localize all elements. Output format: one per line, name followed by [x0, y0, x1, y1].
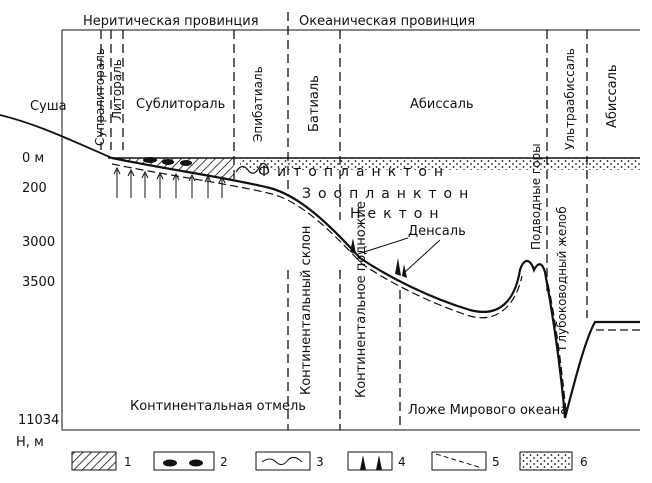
- zone-land-label: Суша: [30, 99, 67, 114]
- depth-tick-3500: 3500: [22, 275, 55, 290]
- continental-slope-label: Континентальный склон: [299, 226, 314, 395]
- legend-label-1: 1: [124, 455, 132, 469]
- densal-label: Денсаль: [408, 224, 466, 239]
- continental-shelf-label: Континентальная отмель: [130, 399, 306, 414]
- phytoplankton-layer: [240, 158, 640, 170]
- shelf-up-arrows: [113, 166, 226, 198]
- zone-epibathyal-label: Эпибатиаль: [251, 66, 265, 142]
- densal-spikes: [350, 238, 407, 278]
- bottom-dividers: [287, 270, 401, 430]
- zone-littoral-label: Литораль: [110, 59, 124, 120]
- legend-label-6: 6: [580, 455, 588, 469]
- epibathyal-swirl: [235, 162, 269, 174]
- legend: 1 2 3 4 5 6: [71, 451, 588, 471]
- land-surface: [0, 114, 113, 159]
- legend-swatch-3: [255, 451, 311, 471]
- legend-swatch-2: [153, 451, 215, 471]
- zone-abyssal-right-label: Абиссаль: [605, 64, 620, 128]
- legend-label-5: 5: [492, 455, 500, 469]
- zone-abyssal-label: Абиссаль: [410, 97, 474, 112]
- legend-label-4: 4: [398, 455, 406, 469]
- legend-swatch-5: [431, 451, 487, 471]
- nekton-label: Нектон: [350, 206, 445, 222]
- ocean-floor-label: Ложе Мирового океана: [408, 403, 568, 418]
- zone-ultraabyssal-label: Ультраабиссаль: [563, 48, 577, 150]
- legend-label-3: 3: [316, 455, 324, 469]
- densal-pointers: [357, 237, 441, 273]
- oceanic-province-header: Океаническая провинция: [299, 14, 475, 29]
- neritic-province-header: Неритическая провинция: [83, 14, 259, 29]
- shelf-benthos-patches: [143, 157, 192, 166]
- seabed-profile: [111, 156, 640, 419]
- depth-tick-200: 200: [22, 181, 47, 196]
- zooplankton-label: Зоопланктон: [302, 186, 475, 202]
- trench-label: Глубоководный желоб: [555, 206, 569, 350]
- zone-supralittoral-label: Супралитораль: [93, 48, 107, 146]
- phytoplankton-label: Фитопланктон: [258, 164, 450, 180]
- legend-swatch-1: [71, 451, 117, 471]
- legend-swatch-6: [519, 451, 573, 471]
- seabed-dashed-line: [111, 163, 640, 413]
- depth-tick-0: 0 м: [22, 151, 44, 166]
- depth-tick-11034: 11034: [18, 413, 59, 428]
- legend-label-2: 2: [220, 455, 228, 469]
- continental-rise-label: Континентальное подножие: [354, 201, 369, 398]
- depth-axis-unit: Н, м: [16, 435, 44, 450]
- legend-swatch-4: [347, 451, 393, 471]
- zone-sublittoral-label: Сублитораль: [136, 97, 225, 112]
- zone-bathyal-label: Батиаль: [307, 75, 322, 132]
- depth-tick-3000: 3000: [22, 235, 55, 250]
- seamounts-label: Подводные горы: [529, 143, 543, 250]
